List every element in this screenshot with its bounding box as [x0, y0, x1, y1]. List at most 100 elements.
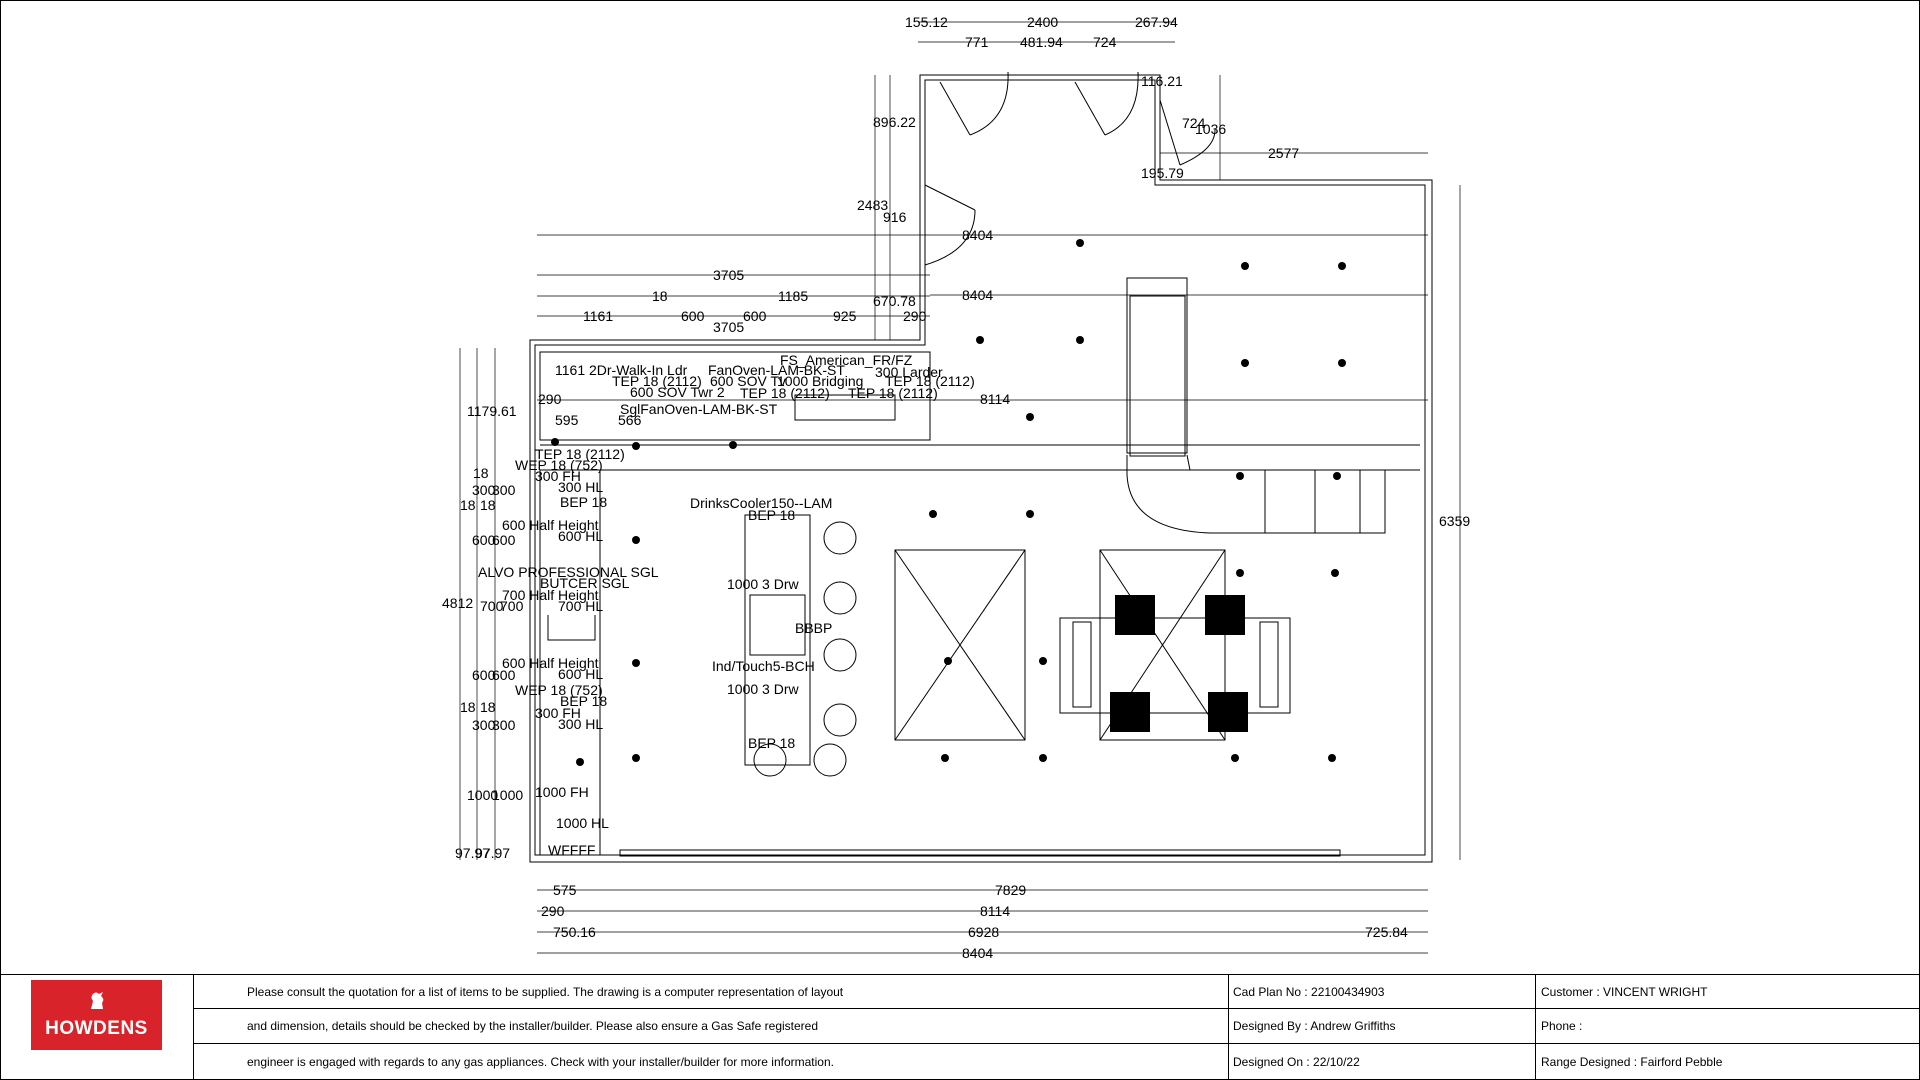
dim-text: 8404: [962, 287, 993, 303]
room-wall-inner: [534, 79, 1426, 856]
dim-text: 97.97: [455, 845, 490, 861]
cabinet-label: 700 HL: [558, 598, 603, 614]
cabinet-label: 300 FH: [535, 705, 581, 721]
dim-text: 300: [492, 717, 516, 733]
corner-sofa: [1126, 277, 1386, 534]
dim-text: 1000: [467, 787, 498, 803]
cabinet-label: 300 Larder: [875, 364, 943, 380]
cabinet-label: BEP 18: [748, 735, 795, 751]
dimension-lines: [459, 21, 1461, 954]
cabinet-label: 600 HL: [558, 666, 603, 682]
customer-name: Customer : VINCENT WRIGHT: [1541, 984, 1708, 999]
bi-fold-doors: [619, 849, 1341, 857]
dim-text: 8114: [980, 391, 1010, 407]
cabinet-label: FanOven-LAM-BK-ST: [708, 362, 845, 378]
dim-text: 3705: [713, 267, 744, 283]
cabinet-label: 600 Half Height: [502, 655, 599, 671]
dim-text: 896.22: [873, 114, 916, 130]
dim-text: 195.79: [1141, 165, 1184, 181]
dim-text: 8114: [980, 903, 1010, 919]
range-designed: Range Designed : Fairford Pebble: [1541, 1054, 1723, 1069]
cabinet-label: 1000 3 Drw: [727, 681, 799, 697]
dim-text: 18: [460, 699, 476, 715]
designed-by: Designed By : Andrew Griffiths: [1233, 1019, 1396, 1033]
dim-text: 2400: [1027, 14, 1058, 30]
dim-text: 18: [652, 288, 668, 304]
disclaimer-line-2: and dimension, details should be checked…: [247, 1019, 819, 1033]
dim-text: 600: [472, 532, 496, 548]
dim-text: 575: [553, 882, 577, 898]
door-left-wall: [924, 184, 976, 266]
phone-field: Phone :: [1541, 1019, 1583, 1033]
rooflight-left: [894, 549, 1026, 741]
dim-text: 18: [473, 465, 489, 481]
left-cabinet-run: [539, 469, 601, 856]
dim-text: 700: [500, 598, 524, 614]
door-top-right: [1074, 71, 1139, 136]
cabinet-label: BEP 18: [748, 507, 795, 523]
dim-text: 771: [965, 34, 989, 50]
dim-text: 8404: [962, 945, 993, 961]
downlights: [551, 239, 1346, 766]
cabinet-label: 595: [555, 412, 579, 428]
disclaimer-line-3: engineer is engaged with regards to any …: [247, 1054, 834, 1069]
dim-text: 6928: [968, 924, 999, 940]
dim-text: 1161: [583, 308, 613, 324]
cabinet-label: 1161 2Dr-Walk-In Ldr: [555, 362, 688, 378]
dim-text: 7829: [995, 882, 1026, 898]
cabinet-label: 290: [538, 391, 562, 407]
cabinet-label: 600 SOV Tv: [710, 373, 786, 389]
title-block: HOWDENS Please consult the quotation for…: [0, 975, 1920, 1080]
cabinet-label: 1000 3 Drw: [727, 576, 799, 592]
dim-text: 600: [743, 308, 767, 324]
cabinet-label: SglFanOven-LAM-BK-ST: [620, 401, 778, 417]
cabinet-label: TEP 18 (2112): [535, 446, 625, 462]
hob-outline: [749, 594, 806, 656]
floor-plan-svg: 155.12 2400 267.94 771 481.94 724 896.22…: [0, 0, 1920, 975]
sink-outline: [547, 615, 596, 641]
cabinet-label: TEP 18 (2112): [740, 385, 830, 401]
disclaimer-line-1: Please consult the quotation for a list …: [247, 984, 844, 999]
cabinet-label: 300 FH: [535, 468, 581, 484]
dim-text: 1000: [492, 787, 523, 803]
cabinet-label: WEP 18 (752): [515, 457, 603, 473]
room-wall-outer: [529, 74, 1433, 863]
cabinet-label: 1000 HL: [556, 815, 609, 831]
dim-text: 916: [883, 209, 907, 225]
dim-text: 670.78: [873, 293, 916, 309]
dim-text: 2483: [857, 197, 888, 213]
cabinet-label: TEP 18 (2112): [612, 373, 702, 389]
door-top-left: [939, 71, 1009, 136]
cabinet-label: Ind/Touch5-BCH: [712, 658, 815, 674]
rooster-icon: [91, 992, 104, 1009]
dim-text: 700: [480, 598, 504, 614]
cabinet-label: 300 HL: [558, 479, 603, 495]
kitchen-island: [744, 514, 811, 766]
dim-text: 18: [480, 699, 496, 715]
door-corner: [1159, 99, 1216, 166]
floor-plan-drawing: 155.12 2400 267.94 771 481.94 724 896.22…: [0, 0, 1920, 975]
dim-text: 18: [480, 497, 496, 513]
cad-plan-number: Cad Plan No : 22100434903: [1233, 984, 1385, 999]
bridging-unit: [794, 394, 896, 421]
dim-text: 724: [1182, 115, 1206, 131]
dim-text: 724: [1093, 34, 1117, 50]
dim-text: 600: [472, 667, 496, 683]
cabinet-label: FS_American_FR/FZ: [780, 352, 913, 368]
bar-stools: [753, 521, 857, 777]
top-cabinet-run: [539, 351, 931, 441]
dim-text: 267.94: [1135, 14, 1178, 30]
cabinet-label: 566: [618, 412, 642, 428]
dim-text: 600: [492, 532, 516, 548]
dim-text: 300: [472, 717, 496, 733]
designed-on: Designed On : 22/10/22: [1233, 1054, 1360, 1069]
cabinet-label: 600 Half Height: [502, 517, 599, 533]
dim-text: 1179.61: [467, 403, 517, 419]
howdens-logo: HOWDENS: [31, 980, 162, 1050]
cabinet-label: WEP 18 (752): [515, 682, 603, 698]
dining-table: [1059, 595, 1291, 732]
dim-text: 8404: [962, 227, 993, 243]
cabinet-label: 1000 Bridging: [777, 373, 863, 389]
dim-text: 155.12: [905, 14, 948, 30]
drawing-frame: [0, 0, 1920, 975]
